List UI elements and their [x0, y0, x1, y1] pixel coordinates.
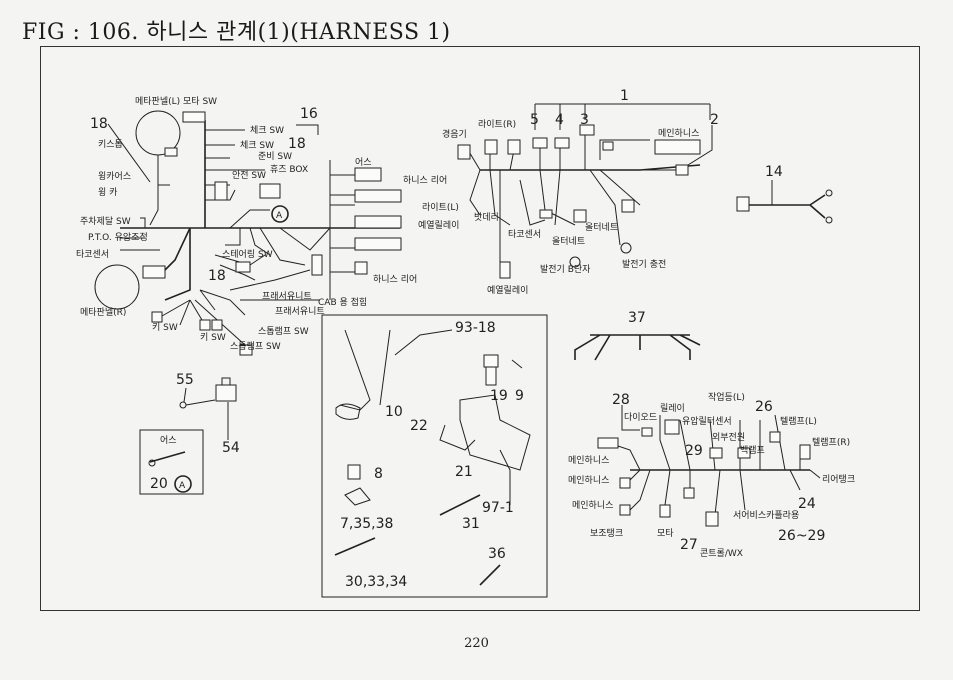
left-harness-group: A 18 16 18 18 메타판넬(L) 모타 SW 체크 SW 체크 SW … [76, 95, 447, 356]
label-check-sw-1: 체크 SW [250, 125, 284, 136]
label-starter-2: 올터네트 [552, 236, 585, 247]
label-work-light-l: 작업등(L) [708, 392, 745, 403]
callout-26: 26 [755, 399, 773, 415]
label-harness-rear-1: 하니스 리어 [403, 175, 447, 186]
callout-24: 24 [798, 496, 816, 512]
label-main-harness-top: 메인하니스 [658, 128, 699, 139]
label-frame-unit-1: 프래서유니트 [262, 291, 312, 302]
callout-22: 22 [410, 418, 428, 434]
callout-30-33-34: 30,33,34 [345, 574, 407, 590]
callout-27: 27 [680, 537, 698, 553]
label-winker-relay: 윙카어스 [98, 171, 131, 182]
right-top-harness-group: 1 2 3 4 5 경음기 라이트(R) 라이트(L) 밧데리 예열릴레이 예열… [418, 88, 833, 361]
center-parts-group: 93-18 10 19 9 22 21 8 7,35,38 97-1 31 30… [321, 314, 548, 598]
callout-54: 54 [222, 440, 240, 456]
label-tacho-sensor-left: 타코센서 [76, 249, 109, 260]
label-frame-unit-2: 프래서유니트 [275, 306, 325, 317]
callout-93-18: 93-18 [455, 320, 496, 336]
label-stop-lamp-sw-2: 스톱램프 SW [230, 340, 281, 352]
right-bottom-harness-group: 28 26 29 24 27 26~29 릴레이 다이오드 유압릴터센서 작업등… [568, 392, 855, 559]
label-main-harness-2: 메인하니스 [568, 475, 609, 486]
label-steering-sw: 스테어링 SW [222, 248, 273, 260]
callout-16: 16 [300, 106, 318, 122]
label-tail-lamp-r: 텔램프(R) [812, 436, 850, 448]
callout-4: 4 [555, 112, 564, 128]
callout-14: 14 [765, 164, 783, 180]
label-light-r: 라이트(R) [478, 119, 516, 130]
label-tail-lamp-l: 텔램프(L) [780, 415, 817, 427]
label-earth-box: 어스 [160, 435, 177, 446]
label-back-lamp: 백램프 [740, 444, 765, 456]
callout-10: 10 [385, 404, 403, 420]
callout-26-29: 26~29 [778, 528, 825, 544]
label-oil-temp-sensor: 유압릴터센서 [682, 415, 732, 427]
callout-19: 19 [490, 388, 508, 404]
callout-18b: 18 [288, 136, 306, 152]
label-tacho-sensor-top: 타코센서 [508, 229, 541, 240]
callout-18a: 18 [90, 116, 108, 132]
callout-20: 20 [150, 476, 168, 492]
lower-left-parts: 55 54 어스 20 A [139, 372, 240, 495]
label-horn: 경음기 [442, 128, 467, 140]
label-parking-brake-sw: 주차제달 SW [80, 215, 131, 227]
label-service-coupler: 서어비스카플라용 [733, 510, 799, 521]
meter-panel-r [94, 264, 140, 310]
label-battery: 밧데리 [474, 212, 499, 223]
label-main-harness-3: 메인하니스 [572, 500, 613, 511]
diagram-frame [40, 46, 920, 611]
label-preheat-relay: 예열릴레이 [418, 220, 459, 231]
callout-5: 5 [530, 112, 539, 128]
label-key-sw-1: 키 SW [152, 322, 178, 333]
callout-21: 21 [455, 464, 473, 480]
label-ready-sw: 준비 SW [258, 151, 292, 162]
label-light-l: 라이트(L) [422, 202, 459, 213]
label-control-wx: 콘트롤/WX [700, 548, 743, 559]
label-relay: 릴레이 [660, 403, 685, 414]
page-title: FIG : 106. 하니스 관계(1)(HARNESS 1) [22, 20, 451, 45]
label-winker: 윙 카 [98, 187, 117, 198]
label-harness-rear-2: 하니스 리어 [373, 274, 417, 285]
label-aux-tank: 보조탱크 [590, 528, 623, 539]
label-diode: 다이오드 [624, 412, 657, 423]
label-stop-lamp-sw-1: 스톱램프 SW [258, 325, 309, 337]
label-key-switch: 키스톱 [98, 139, 123, 150]
callout-55: 55 [176, 372, 194, 388]
label-preheat-relay-2: 예열릴레이 [487, 285, 528, 296]
label-generator-charge: 발전기 충전 [622, 259, 666, 270]
label-generator-b: 발전기 B단자 [540, 264, 591, 275]
callout-97-1: 97-1 [482, 500, 514, 516]
callout-8: 8 [374, 466, 383, 482]
label-starter-1: 올터네트 [585, 222, 618, 233]
label-check-sw-2: 체크 SW [240, 140, 274, 151]
callout-29: 29 [685, 443, 703, 459]
label-rear-tank: 리어탱크 [822, 474, 855, 485]
label-pto-oil: P.T.O. 유압조정 [88, 231, 148, 243]
circle-a-label-2: A [179, 481, 186, 491]
page-number: 220 [464, 636, 489, 651]
label-safety-sw: 안전 SW [232, 170, 266, 181]
earth-detail-box [139, 429, 204, 495]
callout-1: 1 [620, 88, 629, 104]
callout-37: 37 [628, 310, 646, 326]
callout-36: 36 [488, 546, 506, 562]
callout-31: 31 [462, 516, 480, 532]
label-meter-panel-l: 메타판넬(L) 모타 SW [135, 95, 217, 107]
label-cab-connection: CAB 용 접힘 [318, 296, 367, 308]
label-fuse-box: 휴즈 BOX [270, 164, 308, 175]
callout-18c: 18 [208, 268, 226, 284]
label-motor: 모타 [657, 528, 674, 539]
label-external-power: 외부전원 [712, 431, 745, 443]
label-key-sw-2: 키 SW [200, 332, 226, 343]
callout-28: 28 [612, 392, 630, 408]
label-meter-panel-r: 메타판넬(R) [80, 306, 126, 318]
callout-3: 3 [580, 112, 589, 128]
label-earth: 어스 [355, 157, 372, 168]
label-main-harness-1: 메인하니스 [568, 455, 609, 466]
callout-9: 9 [515, 388, 524, 404]
callout-7-35-38: 7,35,38 [340, 516, 393, 532]
circle-a-label: A [276, 211, 283, 221]
center-detail-box [321, 314, 548, 598]
callout-2: 2 [710, 112, 719, 128]
